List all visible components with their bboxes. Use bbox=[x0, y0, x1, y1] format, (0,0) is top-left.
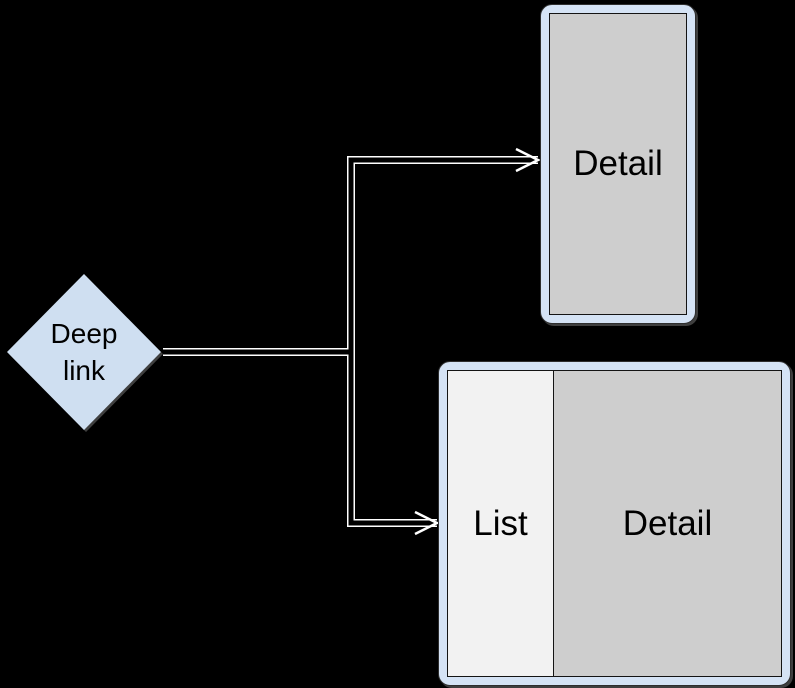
phone-detail-label: Detail bbox=[573, 144, 663, 183]
arrow-branch-to-detail bbox=[347, 156, 538, 352]
diamond-shape bbox=[7, 274, 161, 430]
arrowhead-to-list-detail-icon bbox=[414, 510, 440, 536]
arrowhead-to-detail-icon bbox=[515, 147, 541, 173]
connector-core bbox=[163, 157, 538, 526]
arrowheads bbox=[414, 147, 541, 536]
tablet-detail-pane: Detail bbox=[554, 371, 781, 676]
tablet-list-label: List bbox=[473, 503, 528, 543]
tablet-list-pane: List bbox=[448, 371, 554, 676]
diamond-label-line2: link bbox=[62, 355, 105, 386]
phone-detail-pane: Detail bbox=[550, 14, 686, 314]
tablet-frame: List Detail bbox=[438, 361, 791, 686]
tablet-screen: List Detail bbox=[447, 370, 782, 677]
diamond-label-line1: Deep bbox=[50, 318, 118, 349]
phone-frame: Detail bbox=[540, 4, 696, 324]
arrow-branch-to-list-detail bbox=[347, 352, 437, 527]
tablet-detail-label: Detail bbox=[622, 503, 713, 543]
diamond-label: Deep link bbox=[7, 274, 161, 430]
phone-screen: Detail bbox=[549, 13, 687, 315]
deep-link-decision-diamond: Deep link bbox=[7, 274, 161, 430]
